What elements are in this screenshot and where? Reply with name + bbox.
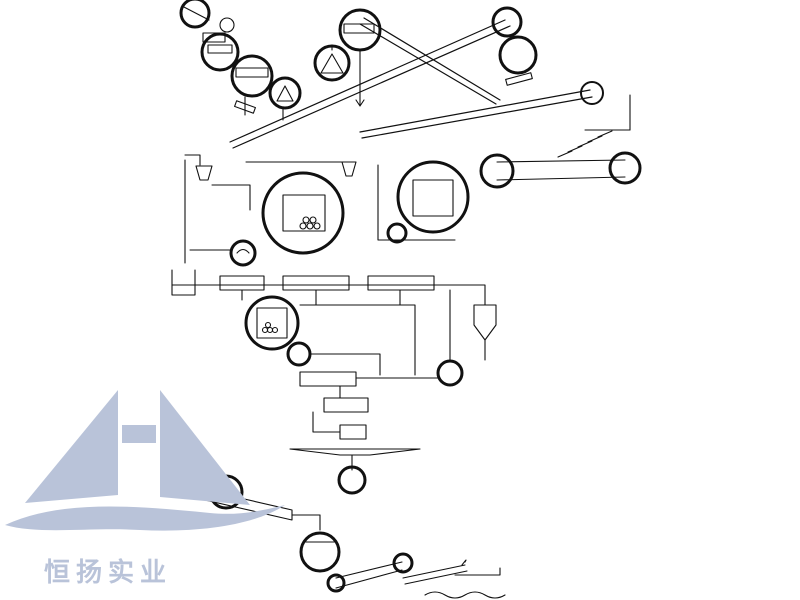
regrind-mill-drum xyxy=(256,307,288,339)
logo-wave-icon xyxy=(5,505,285,531)
tailings-line xyxy=(469,284,486,306)
vibrating-screen-deck xyxy=(235,67,269,78)
crusher-group-top-left xyxy=(179,0,302,121)
horizontal-belt-top xyxy=(496,159,626,163)
cyclone-right-icon xyxy=(341,161,357,177)
flotation-cell-2 xyxy=(282,275,350,291)
secondary-cone xyxy=(320,53,344,74)
conveyor-pulley-left-icon xyxy=(479,153,515,189)
concentrate-line xyxy=(299,304,416,376)
pump-regrind-2-icon xyxy=(286,341,312,367)
feed-roller-belt xyxy=(181,5,210,21)
cleaner-cell-1 xyxy=(299,371,357,387)
discharge-chute xyxy=(234,100,256,114)
final-belt-a-return xyxy=(335,569,403,589)
horizontal-belt-bottom xyxy=(496,176,626,181)
regrind-feed-line xyxy=(309,353,381,376)
crusher-group-top-middle xyxy=(313,6,538,107)
pump-thickener-icon xyxy=(337,465,367,495)
cyclone-left-icon xyxy=(195,165,213,181)
regrind-drum xyxy=(412,179,454,217)
tail-pulley-icon xyxy=(498,35,538,75)
jaw-crusher-body xyxy=(207,44,233,54)
feed-roller-icon xyxy=(179,0,211,29)
cone-crusher-icon xyxy=(268,76,302,110)
conveyor-belt-b xyxy=(363,17,501,101)
conveyor-belt-a xyxy=(229,19,506,143)
conveyor-belt-c xyxy=(359,89,591,133)
water-waves-icon xyxy=(424,591,506,599)
flotation-cell-3 xyxy=(367,275,435,291)
secondary-cone-crusher-icon xyxy=(313,44,351,82)
thickener-hopper-icon xyxy=(473,304,497,341)
conveyor-belt-c-return xyxy=(361,96,593,139)
pump-regrind-icon xyxy=(386,222,408,244)
thickener-tank-icon xyxy=(289,448,421,456)
company-logo xyxy=(5,390,285,531)
conveyor-tail-pulley-icon xyxy=(326,573,346,593)
final-belt-a xyxy=(335,561,403,579)
head-pulley-icon xyxy=(491,6,523,38)
regrind-return-line xyxy=(377,164,456,241)
cyclone-feed-line xyxy=(184,154,201,166)
jaw-crusher-icon xyxy=(200,32,240,72)
conveyor-pulley-right-icon xyxy=(608,151,642,185)
company-name-text: 恒扬实业 xyxy=(44,558,173,588)
logo-h-crossbar-icon xyxy=(122,425,156,443)
conveyor-belt-a-return xyxy=(232,25,511,149)
ball-mill-drum xyxy=(282,194,326,232)
screen-deck xyxy=(343,23,375,34)
crossing-conveyors xyxy=(229,17,631,158)
ball-mill-regrind-icon xyxy=(396,160,470,234)
cleaner-cell-3 xyxy=(339,424,367,440)
ship-hull-top xyxy=(454,567,501,576)
vibrating-screen-icon xyxy=(230,54,274,98)
final-belt-b xyxy=(402,564,466,579)
screen-roller-icon xyxy=(338,8,382,52)
pump-impeller xyxy=(236,248,250,254)
sump-tank xyxy=(171,269,196,296)
logo-right-sail-icon xyxy=(160,390,250,505)
hopper-box xyxy=(202,32,226,43)
conveyor-belt-b-return xyxy=(359,23,497,105)
regrind-mill-icon xyxy=(244,295,300,351)
conveyor-transfer-pulley-icon xyxy=(392,552,414,574)
pulley-chute xyxy=(505,72,533,86)
logo-left-sail-icon xyxy=(25,390,118,503)
hopper-wheel-icon xyxy=(219,17,235,33)
flotation-section xyxy=(171,269,497,440)
regrind-balls xyxy=(261,321,279,334)
arrow-down xyxy=(355,99,365,107)
belt-c-head-pulley-icon xyxy=(580,81,604,105)
mill-balls xyxy=(299,216,321,230)
dryer-drum-icon xyxy=(299,531,341,573)
cleaner-return xyxy=(312,411,341,433)
final-belt-b-return xyxy=(404,570,468,585)
ball-mill-primary-icon xyxy=(261,171,345,255)
feed-arrows xyxy=(557,130,613,158)
grinding-section xyxy=(184,151,642,267)
cone-crusher-cone xyxy=(276,85,294,102)
mill-feed-line xyxy=(211,184,251,211)
cleaner-cell-2 xyxy=(323,397,369,413)
flotation-cell-1 xyxy=(219,275,265,291)
pump-tailings-icon xyxy=(436,359,464,387)
pump-primary-icon xyxy=(229,239,257,267)
belt-end-arrow xyxy=(461,559,467,566)
